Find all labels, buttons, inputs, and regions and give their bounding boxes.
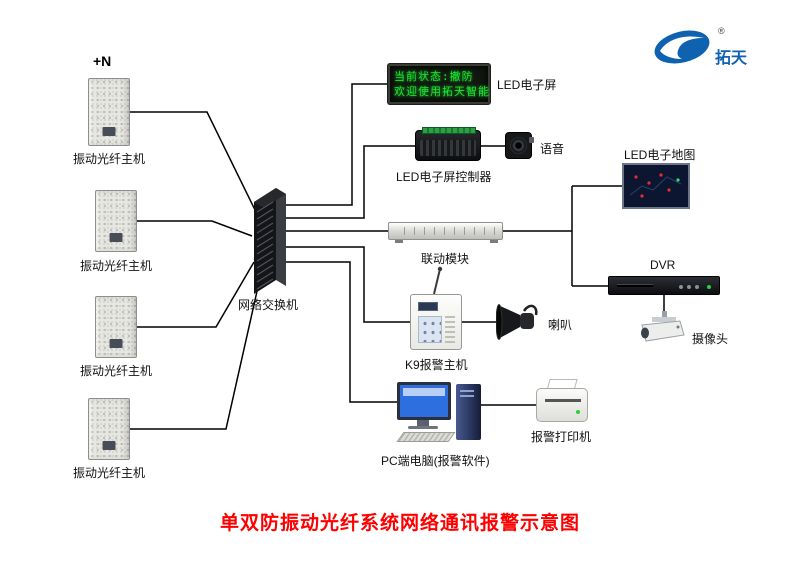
dvr-buttons-icon <box>679 285 683 289</box>
wire-switch-ledscreen <box>284 83 388 206</box>
printer-paper-slot <box>545 399 581 402</box>
led-map-device <box>622 163 690 209</box>
led-line1: 当前状态:撤防 <box>394 70 474 83</box>
dvr-power-led <box>707 285 711 289</box>
printer-label: 报警打印机 <box>531 430 592 444</box>
k9-alarm-host-device <box>410 294 462 350</box>
pc-monitor-icon <box>397 382 451 420</box>
fiber-host-device-3 <box>95 296 137 358</box>
plus-n-label: +N <box>93 53 112 69</box>
heatsink-fins-icon <box>420 140 476 156</box>
cctv-camera-icon <box>638 311 690 347</box>
k9-keypad-icon <box>418 316 442 343</box>
registered-mark: ® <box>718 26 725 36</box>
alarm-printer-device <box>536 388 588 422</box>
device-badge-icon <box>102 127 116 136</box>
wire-host4-switch <box>130 277 261 430</box>
fiber-host-device-4 <box>88 398 130 460</box>
dvr-label: DVR <box>650 258 676 272</box>
fiber-host-device-2 <box>95 190 137 252</box>
dvr-device <box>608 276 720 295</box>
led-map-icon <box>622 163 690 209</box>
pc-tower-icon <box>456 384 481 440</box>
led-controller-label: LED电子屏控制器 <box>396 170 492 184</box>
pc-label: PC端电脑(报警软件) <box>381 454 490 468</box>
antenna-icon <box>433 266 443 295</box>
brand-logo-icon <box>654 30 710 64</box>
wire-host1-switch <box>130 111 257 213</box>
linkage-module-label: 联动模块 <box>421 252 470 266</box>
module-foot <box>395 240 403 243</box>
led-controller-device <box>415 127 481 161</box>
dvr-disc-slot <box>617 284 653 287</box>
network-switch-device <box>246 184 294 296</box>
fiber-host-label-2: 振动光纤主机 <box>80 259 153 273</box>
k9-display <box>418 302 438 311</box>
fiber-host-label-1: 振动光纤主机 <box>73 152 146 166</box>
printer-power-led <box>576 410 580 414</box>
led-map-label: LED电子地图 <box>624 148 696 162</box>
linkage-module-device <box>388 222 503 240</box>
fiber-host-device-1 <box>88 78 130 146</box>
led-display-device: 当前状态:撤防 欢迎使用拓天智能 <box>388 64 490 104</box>
wire-switch-controller <box>284 145 415 219</box>
wire-switch-pc <box>280 261 397 403</box>
k9-speaker-slots <box>445 316 455 343</box>
wire-host3-switch <box>137 261 255 328</box>
switch-label: 网络交换机 <box>238 298 299 312</box>
device-badge-icon <box>102 441 116 450</box>
terminal-block-icon <box>422 127 476 134</box>
network-switch-icon <box>254 188 286 294</box>
led-display-label: LED电子屏 <box>497 78 557 92</box>
fiber-host-label-4: 振动光纤主机 <box>73 466 146 480</box>
k9-label: K9报警主机 <box>405 358 468 372</box>
fiber-host-label-3: 振动光纤主机 <box>80 364 153 378</box>
diagram-title: 单双防振动光纤系统网络通讯报警示意图 <box>219 513 580 534</box>
voice-speaker-icon <box>505 132 534 159</box>
brand-logo: ® 拓天 <box>652 26 772 74</box>
horn-speaker-icon <box>495 301 540 343</box>
brand-name: 拓天 <box>715 50 748 67</box>
device-badge-icon <box>109 339 123 348</box>
led-line2: 欢迎使用拓天智能 <box>394 85 490 98</box>
module-foot <box>490 240 498 243</box>
device-badge-icon <box>109 233 123 242</box>
horn-label: 喇叭 <box>548 318 573 332</box>
pc-keyboard-icon <box>396 432 456 442</box>
wire-switch-k9 <box>282 246 410 323</box>
pc-monitor-base <box>408 426 438 429</box>
wire-host2-switch <box>137 220 253 237</box>
pc-monitor-stand <box>417 420 429 426</box>
camera-label: 摄像头 <box>692 332 729 346</box>
voice-label: 语音 <box>540 142 565 156</box>
